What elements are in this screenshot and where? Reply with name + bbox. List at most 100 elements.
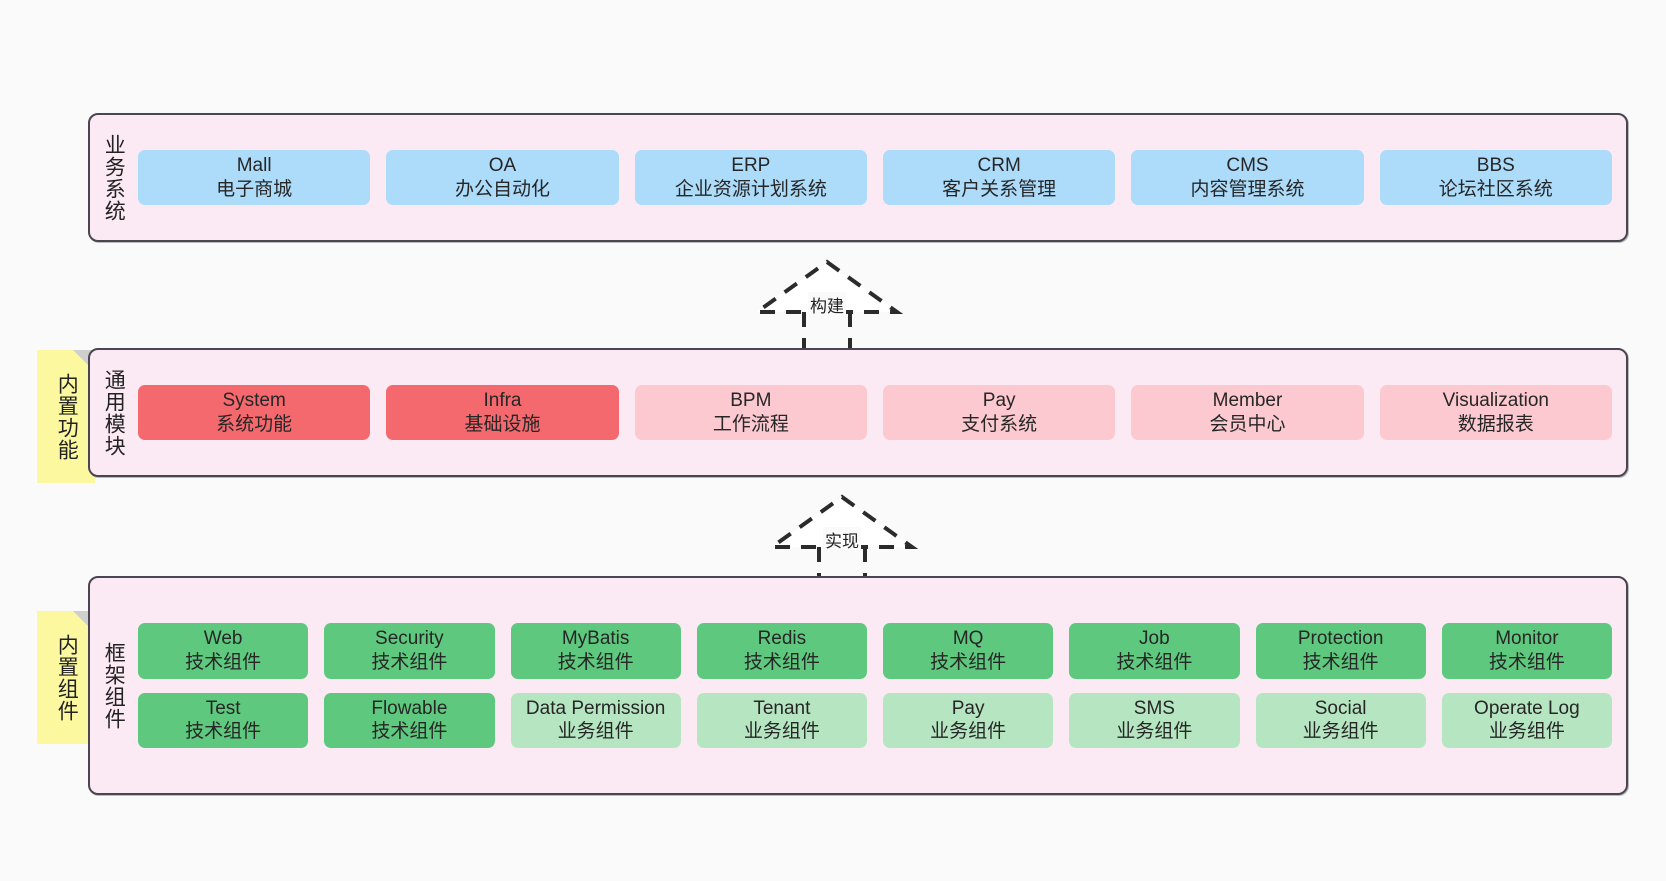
card-name: OA	[488, 154, 517, 176]
card-desc: 基础设施	[464, 413, 541, 435]
business-card-erp[interactable]: ERP 企业资源计划系统	[634, 149, 867, 206]
card-name: Test	[205, 697, 241, 719]
card-name: Web	[203, 627, 243, 649]
card-desc: 系统功能	[216, 413, 293, 435]
business-card-bbs[interactable]: BBS 论坛社区系统	[1379, 149, 1612, 206]
card-desc: 内容管理系统	[1190, 178, 1305, 200]
framework-card-web[interactable]: Web 技术组件	[138, 622, 309, 679]
card-name: System	[222, 389, 286, 411]
module-card-infra[interactable]: Infra 基础设施	[386, 384, 619, 441]
framework-card-security[interactable]: Security 技术组件	[324, 622, 495, 679]
card-desc: 数据报表	[1457, 413, 1534, 435]
card-desc: 业务组件	[1488, 721, 1565, 743]
framework-card-monitor[interactable]: Monitor 技术组件	[1441, 622, 1612, 679]
card-desc: 办公自动化	[454, 178, 550, 200]
card-desc: 论坛社区系统	[1438, 178, 1553, 200]
card-name: Tenant	[753, 697, 811, 719]
card-desc: 技术组件	[185, 651, 262, 673]
card-name: Infra	[483, 389, 522, 411]
card-desc: 业务组件	[557, 721, 634, 743]
module-card-pay[interactable]: Pay 支付系统	[882, 384, 1116, 441]
card-name: ERP	[731, 154, 771, 176]
card-name: Security	[375, 627, 444, 649]
note-label: 内置功能	[55, 372, 79, 461]
card-name: Job	[1139, 627, 1170, 649]
card-desc: 技术组件	[557, 651, 634, 673]
card-name: Member	[1212, 389, 1283, 411]
card-desc: 企业资源计划系统	[674, 178, 827, 200]
connector-implement-label: 实现	[823, 527, 861, 552]
business-card-crm[interactable]: CRM 客户关系管理	[882, 149, 1116, 206]
framework-card-data-permission[interactable]: Data Permission 业务组件	[510, 692, 681, 749]
card-desc: 业务组件	[1302, 721, 1379, 743]
card-desc: 技术组件	[743, 651, 820, 673]
framework-tech-row: Web 技术组件 Security 技术组件 MyBatis 技术组件 Redi…	[138, 622, 1612, 679]
card-name: Monitor	[1495, 627, 1559, 649]
card-desc: 业务组件	[1116, 721, 1193, 743]
layer-modules-body: System 系统功能 Infra 基础设施 BPM 工作流程 Pay 支付系统…	[136, 350, 1626, 475]
module-card-member[interactable]: Member 会员中心	[1131, 384, 1364, 441]
card-desc: 业务组件	[930, 721, 1007, 743]
layer-framework-body: Web 技术组件 Security 技术组件 MyBatis 技术组件 Redi…	[136, 578, 1626, 793]
layer-framework-title: 框架组件	[102, 641, 126, 730]
framework-card-redis[interactable]: Redis 技术组件	[696, 622, 867, 679]
framework-card-test[interactable]: Test 技术组件	[138, 692, 309, 749]
framework-card-mq[interactable]: MQ 技术组件	[883, 622, 1054, 679]
card-name: Operate Log	[1474, 697, 1580, 719]
card-desc: 客户关系管理	[942, 178, 1057, 200]
layer-modules-title: 通用模块	[102, 368, 126, 457]
layer-business-body: Mall 电子商城 OA 办公自动化 ERP 企业资源计划系统 CRM 客户关系…	[136, 115, 1626, 240]
card-name: BBS	[1476, 154, 1515, 176]
note-builtin-functions[interactable]: 内置功能	[37, 350, 95, 483]
card-name: BPM	[730, 389, 772, 411]
card-name: Redis	[757, 627, 807, 649]
card-name: Data Permission	[525, 697, 666, 719]
module-card-system[interactable]: System 系统功能	[138, 384, 371, 441]
card-name: Visualization	[1442, 389, 1549, 411]
framework-card-tenant[interactable]: Tenant 业务组件	[696, 692, 867, 749]
modules-row: System 系统功能 Infra 基础设施 BPM 工作流程 Pay 支付系统…	[138, 384, 1612, 441]
card-desc: 技术组件	[371, 651, 448, 673]
card-desc: 技术组件	[185, 721, 262, 743]
layer-framework-components[interactable]: 框架组件 Web 技术组件 Security 技术组件 MyBatis 技术组件…	[88, 576, 1628, 795]
framework-card-job[interactable]: Job 技术组件	[1069, 622, 1240, 679]
framework-card-pay[interactable]: Pay 业务组件	[883, 692, 1054, 749]
card-name: Mall	[236, 154, 272, 176]
card-desc: 技术组件	[1488, 651, 1565, 673]
card-name: CMS	[1226, 154, 1269, 176]
card-name: Pay	[982, 389, 1016, 411]
card-desc: 电子商城	[216, 178, 293, 200]
layer-common-modules[interactable]: 通用模块 System 系统功能 Infra 基础设施 BPM 工作流程 Pay…	[88, 348, 1628, 477]
connector-build: 构建	[747, 256, 907, 352]
note-builtin-components[interactable]: 内置组件	[37, 611, 95, 744]
card-desc: 技术组件	[1116, 651, 1193, 673]
card-name: MyBatis	[561, 627, 630, 649]
framework-card-flowable[interactable]: Flowable 技术组件	[324, 692, 495, 749]
business-row: Mall 电子商城 OA 办公自动化 ERP 企业资源计划系统 CRM 客户关系…	[138, 149, 1612, 206]
business-card-mall[interactable]: Mall 电子商城	[138, 149, 371, 206]
card-desc: 技术组件	[371, 721, 448, 743]
framework-card-mybatis[interactable]: MyBatis 技术组件	[510, 622, 681, 679]
framework-biz-row: Test 技术组件 Flowable 技术组件 Data Permission …	[138, 692, 1612, 749]
framework-card-protection[interactable]: Protection 技术组件	[1255, 622, 1426, 679]
framework-card-sms[interactable]: SMS 业务组件	[1069, 692, 1240, 749]
card-name: Social	[1314, 697, 1367, 719]
business-card-cms[interactable]: CMS 内容管理系统	[1131, 149, 1364, 206]
card-desc: 业务组件	[743, 721, 820, 743]
layer-business-systems[interactable]: 业务系统 Mall 电子商城 OA 办公自动化 ERP 企业资源计划系统 CRM…	[88, 113, 1628, 242]
module-card-bpm[interactable]: BPM 工作流程	[634, 384, 867, 441]
note-label: 内置组件	[55, 633, 79, 722]
framework-card-operate-log[interactable]: Operate Log 业务组件	[1441, 692, 1612, 749]
card-name: Flowable	[371, 697, 448, 719]
card-desc: 技术组件	[1302, 651, 1379, 673]
card-name: CRM	[977, 154, 1021, 176]
card-desc: 会员中心	[1209, 413, 1286, 435]
module-card-visualization[interactable]: Visualization 数据报表	[1379, 384, 1612, 441]
connector-implement: 实现	[762, 491, 922, 587]
card-name: SMS	[1133, 697, 1175, 719]
connector-build-label: 构建	[808, 292, 846, 317]
framework-card-social[interactable]: Social 业务组件	[1255, 692, 1426, 749]
card-name: Protection	[1297, 627, 1384, 649]
business-card-oa[interactable]: OA 办公自动化	[386, 149, 619, 206]
